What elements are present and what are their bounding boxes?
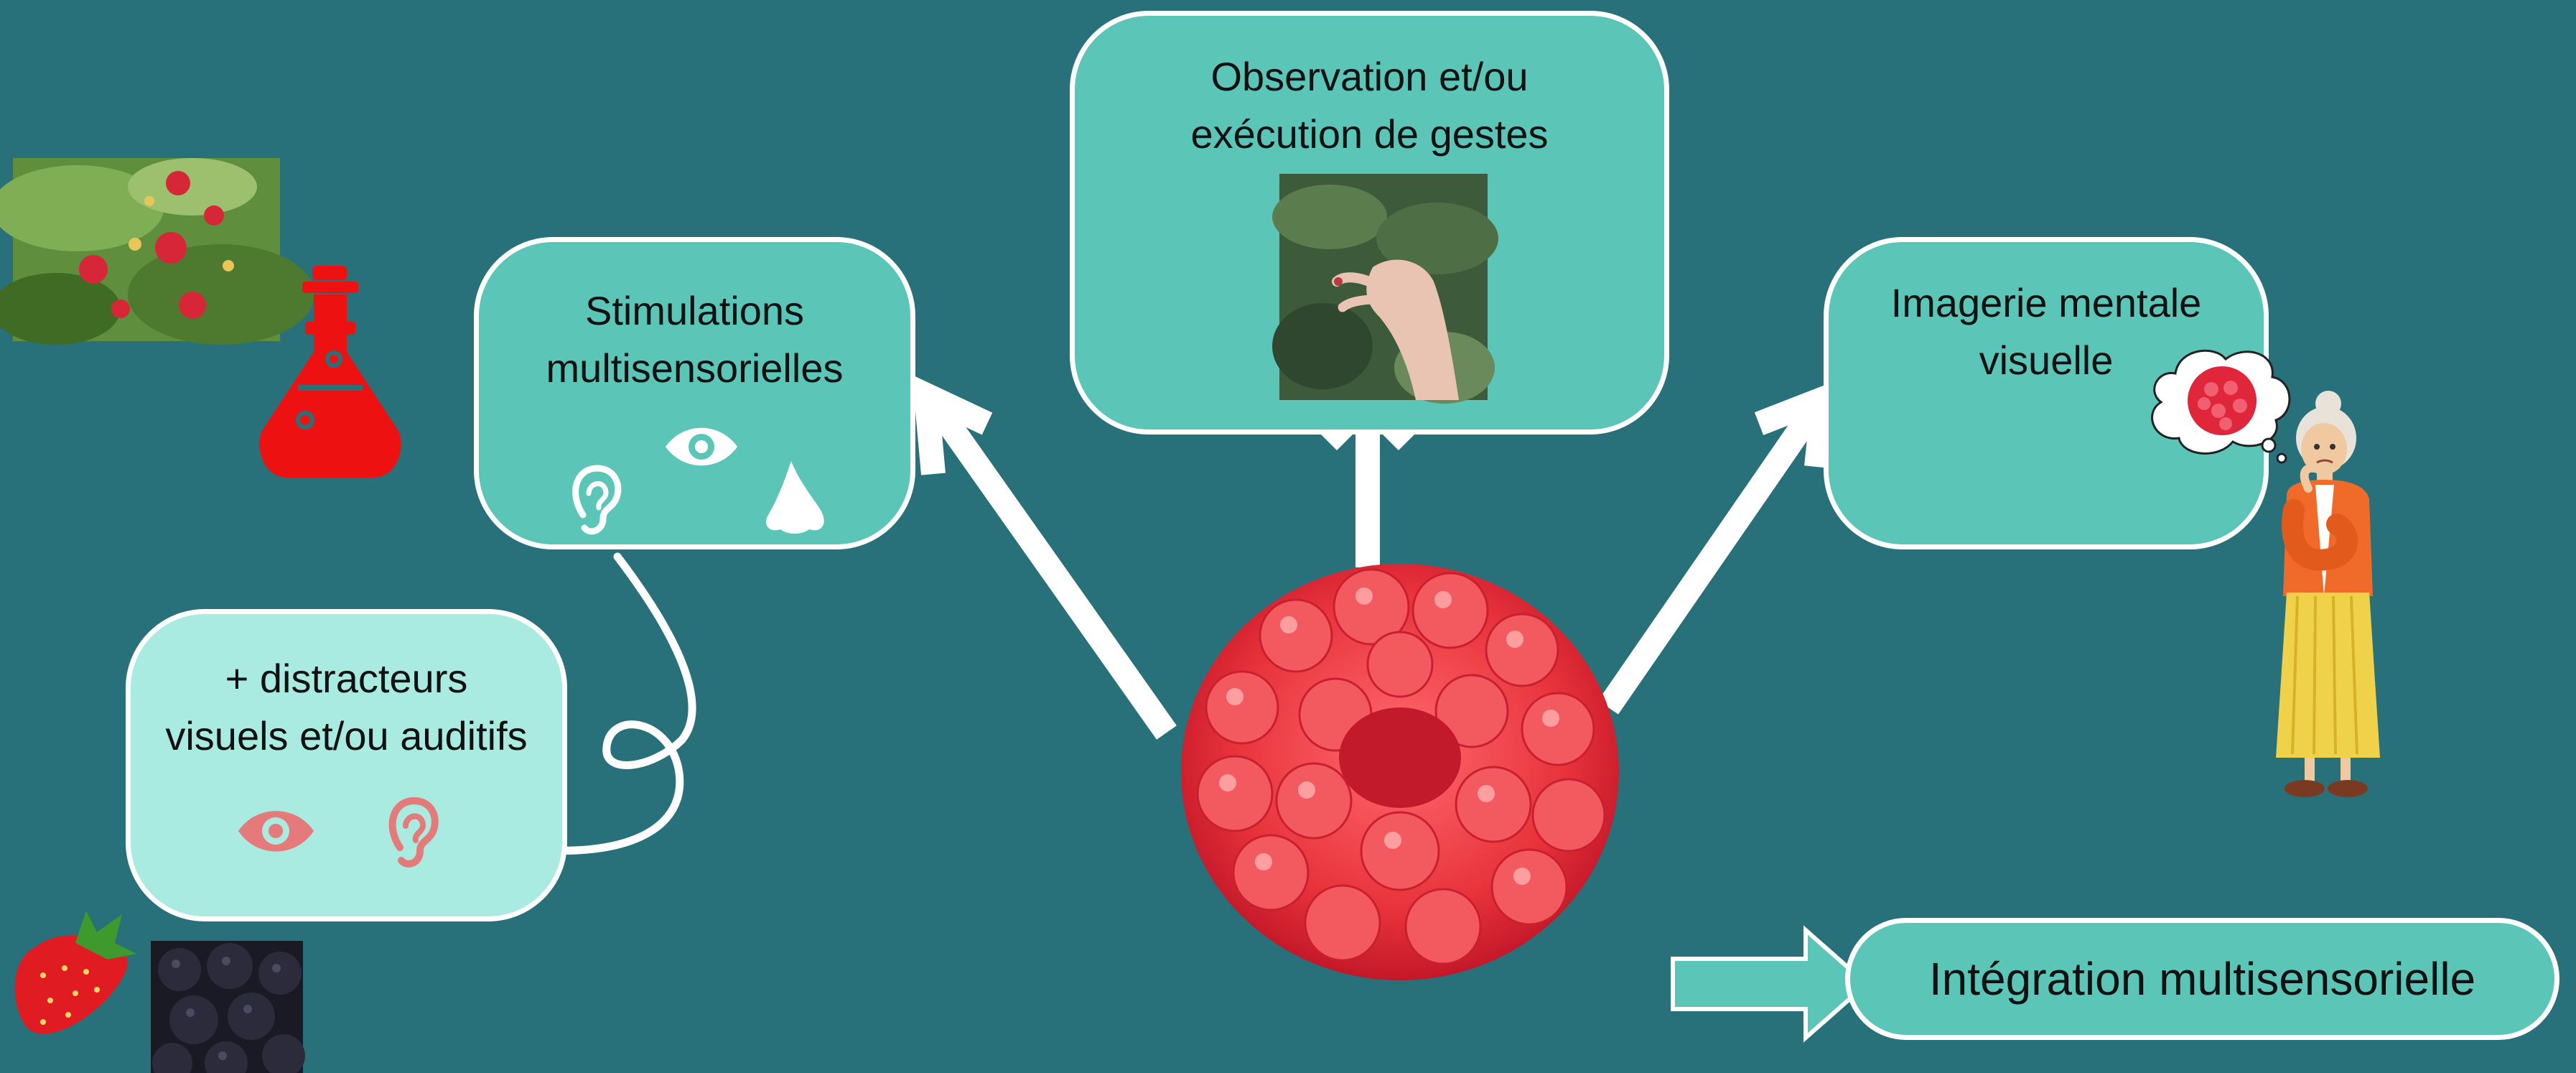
arrow-to-stimulations (933, 402, 1167, 733)
observation-node: Observation et/ou exécution de gestes (1070, 11, 1669, 435)
nose-icon (762, 457, 827, 536)
imagerie-line2: visuelle (1979, 338, 2114, 383)
raspberry-image (1170, 549, 1630, 988)
hand-picking-photo (1279, 174, 1488, 400)
ear-icon (569, 465, 626, 536)
integration-node: Intégration multisensorielle (1845, 918, 2559, 1040)
arrow-to-imagerie (1608, 406, 1816, 707)
integration-arrow-icon (1669, 926, 1870, 1041)
stimulations-line1: Stimulations (585, 288, 804, 333)
stimulations-line2: multisensorielles (546, 345, 844, 391)
imagerie-line1: Imagerie mentale (1891, 280, 2202, 325)
strawberry-icon (7, 904, 140, 1040)
eye-icon (662, 422, 741, 472)
eye-icon (235, 804, 317, 858)
distracteurs-line2: visuels et/ou auditifs (165, 713, 527, 758)
elderly-woman-thinking-illustration (2265, 388, 2387, 801)
raspberry-bush-photo (13, 158, 280, 341)
distracteurs-line1: + distracteurs (225, 656, 468, 701)
blackberry-photo (151, 941, 303, 1073)
ear-icon (386, 797, 443, 869)
observation-line1: Observation et/ou (1210, 54, 1528, 99)
stimulations-node: Stimulations multisensorielles (474, 237, 915, 549)
observation-line2: exécution de gestes (1190, 111, 1548, 157)
distracteurs-node: + distracteurs visuels et/ou auditifs (126, 609, 567, 921)
potion-bottle-icon (255, 266, 406, 481)
integration-label: Intégration multisensorielle (1929, 953, 2475, 1005)
